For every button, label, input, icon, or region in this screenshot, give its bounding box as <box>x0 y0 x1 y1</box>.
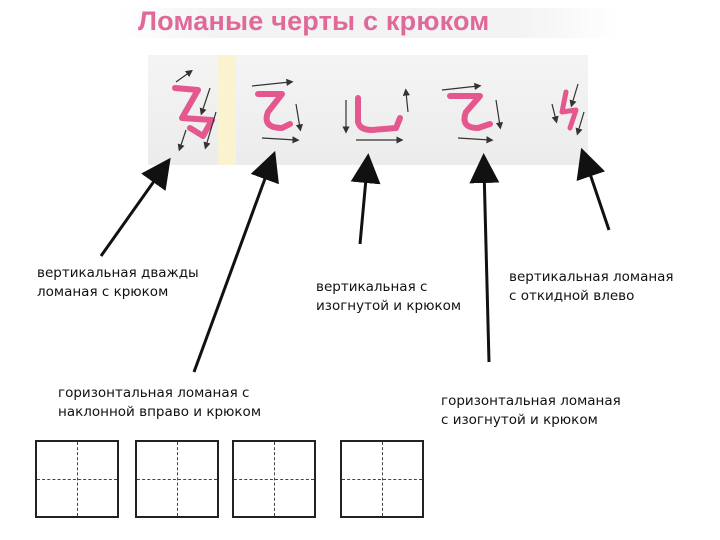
stroke-glyph-1 <box>172 69 217 152</box>
label-vertical-double: вертикальная дважды ломаная с крюком <box>37 265 199 300</box>
label-vertical-broken-left: вертикальная ломаная с откидной влево <box>509 269 674 304</box>
writing-grid-cell <box>135 440 219 518</box>
label-horizontal-slanted: горизонтальная ломаная с наклонной вправ… <box>58 385 262 420</box>
stroke-glyph-2 <box>251 78 303 144</box>
label-vertical-curved: вертикальная с изогнутой и крюком <box>316 279 462 314</box>
pointer-arrow-5 <box>576 147 611 231</box>
writing-grid-cell <box>232 440 316 518</box>
stroke-glyph-3 <box>342 88 410 144</box>
page-title: Ломаные черты с крюком <box>138 6 490 36</box>
writing-grid-cell <box>340 440 424 518</box>
label-horizontal-curved: горизонтальная ломаная с изогнутой и крю… <box>441 393 621 428</box>
stroke-glyph-4 <box>441 82 504 144</box>
pointer-arrow-3 <box>350 153 381 245</box>
pointer-arrow-4 <box>469 153 500 363</box>
writing-grid-cell <box>35 440 119 518</box>
pointer-arrow-2 <box>192 150 279 373</box>
title-background <box>118 8 618 38</box>
stroke-glyph-5 <box>551 83 585 136</box>
pointer-arrow-1 <box>99 157 171 257</box>
strokes-image-highlight <box>218 55 236 165</box>
